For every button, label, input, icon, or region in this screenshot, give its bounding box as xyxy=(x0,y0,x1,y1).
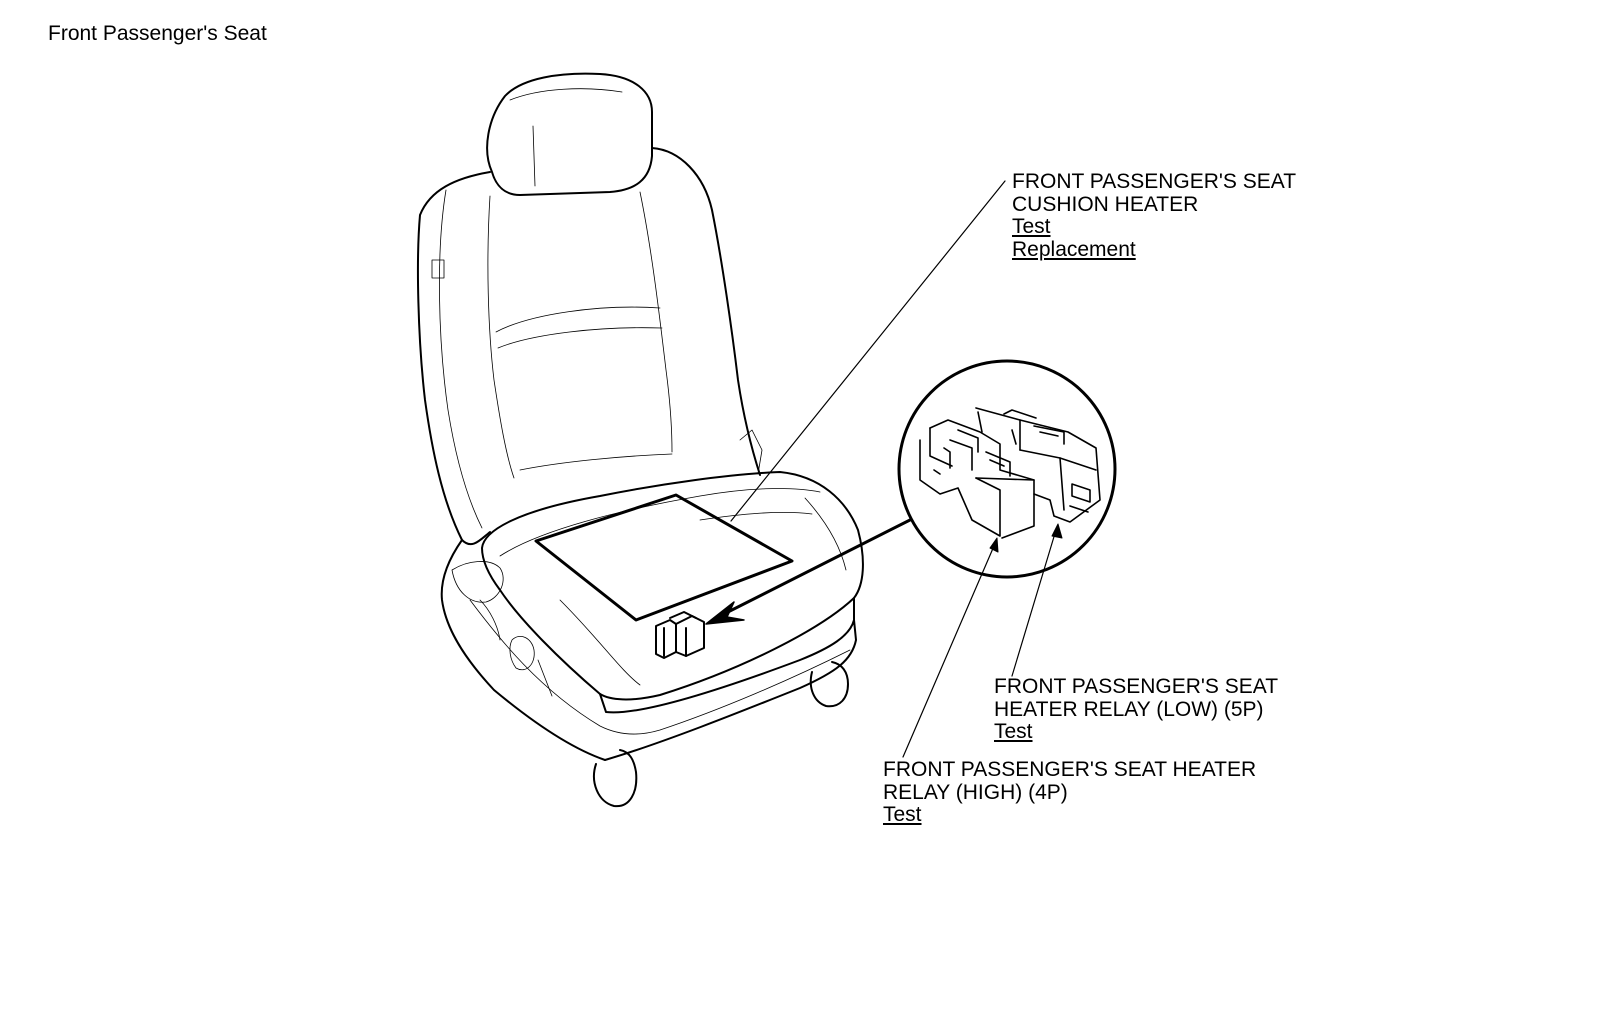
seat-base xyxy=(440,539,857,761)
callout-relay-high: FRONT PASSENGER'S SEAT HEATER RELAY (HIG… xyxy=(883,758,1257,827)
detail-circle xyxy=(897,359,1117,579)
callout-cushion-heater-line-2: CUSHION HEATER xyxy=(1012,192,1199,216)
headrest xyxy=(486,72,653,196)
callout-relay-low: FRONT PASSENGER'S SEAT HEATER RELAY (LOW… xyxy=(994,675,1279,744)
leader-line-cushion-heater xyxy=(730,180,1006,522)
callout-relay-high-line-2: RELAY (HIGH) (4P) xyxy=(883,780,1068,804)
leader-arrowheads xyxy=(989,523,1063,553)
cushion-heater-replacement-link[interactable]: Replacement xyxy=(1012,237,1136,261)
cushion-heater-pad xyxy=(534,493,794,622)
callout-cushion-heater-line-1: FRONT PASSENGER'S SEAT xyxy=(1012,170,1297,193)
relay-connector-small xyxy=(655,611,705,659)
seat-cushion xyxy=(481,471,864,701)
leader-line-relay-high xyxy=(902,545,995,758)
cushion-heater-test-link[interactable]: Test xyxy=(1012,215,1051,238)
callout-relay-high-line-1: FRONT PASSENGER'S SEAT HEATER xyxy=(883,758,1257,781)
leader-line-relay-low xyxy=(1011,529,1057,677)
relay-low-test-link[interactable]: Test xyxy=(994,720,1033,743)
relay-high-test-link[interactable]: Test xyxy=(883,803,922,826)
callout-relay-low-line-2: HEATER RELAY (LOW) (5P) xyxy=(994,697,1264,721)
seat-feet xyxy=(593,661,849,808)
seat-backrest xyxy=(416,147,763,546)
page-title: Front Passenger's Seat xyxy=(48,22,267,45)
arrow-to-relay xyxy=(705,518,912,625)
callout-cushion-heater: FRONT PASSENGER'S SEAT CUSHION HEATER Te… xyxy=(1012,170,1297,261)
callout-relay-low-line-1: FRONT PASSENGER'S SEAT xyxy=(994,675,1279,698)
relay-connectors-detail xyxy=(919,407,1101,539)
